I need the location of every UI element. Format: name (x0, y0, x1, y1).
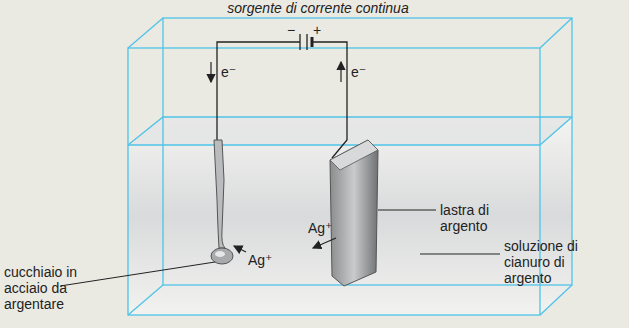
battery-long-plate (299, 34, 300, 50)
spoon (211, 140, 233, 264)
part-label: cucchiaio in acciaio da argentare (4, 264, 96, 312)
part-label: e⁻ (351, 64, 366, 80)
ion-arrows (234, 238, 336, 252)
circuit-wire (211, 34, 347, 158)
part-label: − (287, 22, 295, 38)
part-label: soluzione di cianuro di argento (504, 238, 604, 286)
silver-plate (330, 140, 378, 286)
title-text: sorgente di corrente continua (227, 0, 408, 16)
battery-short-plate (311, 37, 314, 47)
electron-arrow (210, 62, 211, 82)
leader-line (60, 210, 500, 286)
part-label: Ag⁺ (248, 252, 273, 268)
part-label: + (313, 22, 321, 38)
part-label: Ag⁺ (308, 220, 333, 236)
part-label: lastra di argento (440, 202, 520, 234)
part-label: e⁻ (221, 64, 236, 80)
electron-arrow (340, 62, 341, 82)
